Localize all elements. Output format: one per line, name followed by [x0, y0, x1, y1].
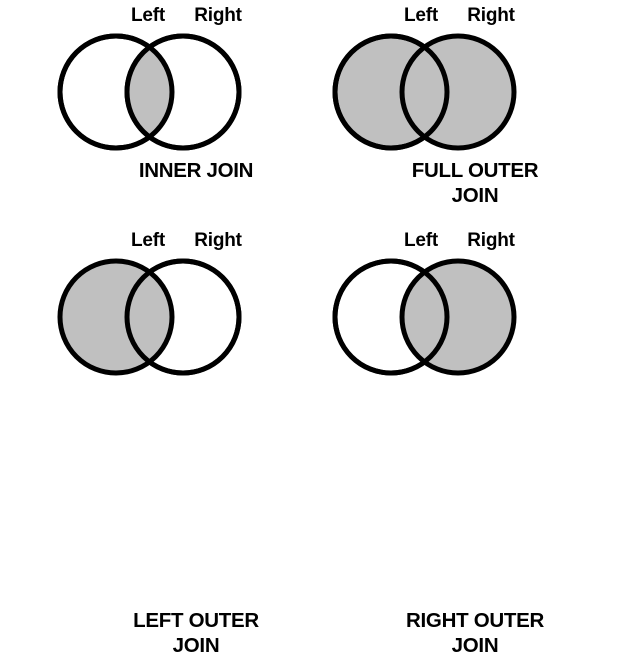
venn-diagram-right-outer-join: Left Right RIGHT OUTER JOIN [320, 225, 640, 657]
left-set-label: Left [130, 5, 166, 26]
left-circle-outline [57, 33, 175, 151]
right-set-label: Right [467, 5, 515, 26]
diagram-caption: INNER JOIN [138, 159, 254, 182]
right-circle-outline [124, 258, 242, 376]
diagram-caption: FULL OUTER JOIN [411, 159, 539, 207]
right-set-label: Right [194, 5, 242, 26]
venn-circles-inner-join [57, 33, 242, 151]
left-circle-outline [332, 258, 450, 376]
right-circle-outline [124, 33, 242, 151]
set-labels: Left Right [320, 225, 640, 255]
right-circle [399, 258, 517, 376]
left-set-label: Left [403, 230, 439, 251]
set-labels: Left Right [0, 0, 320, 30]
venn-diagram-left-outer-join: Left Right LEFT OUTER JOIN [0, 225, 320, 657]
right-set-label: Right [467, 230, 515, 251]
right-set-label: Right [194, 230, 242, 251]
left-set-label: Left [130, 230, 166, 251]
venn-circles-right-outer-join [332, 258, 517, 376]
set-labels: Left Right [320, 0, 640, 30]
intersection-region [127, 36, 172, 148]
venn-diagram-inner-join: Left Right INNER JOIN [0, 0, 320, 225]
venn-circles-left-outer-join [57, 258, 242, 376]
set-labels: Left Right [0, 225, 320, 255]
left-circle [57, 258, 175, 376]
diagram-caption: LEFT OUTER JOIN [133, 609, 259, 657]
right-circle [399, 33, 517, 151]
left-circle-outline [332, 33, 450, 151]
venn-circles-full-outer-join [332, 33, 517, 151]
left-set-label: Left [403, 5, 439, 26]
diagram-caption: RIGHT OUTER JOIN [406, 609, 544, 657]
venn-diagram-full-outer-join: Left Right FULL OUTER JOIN [320, 0, 640, 225]
